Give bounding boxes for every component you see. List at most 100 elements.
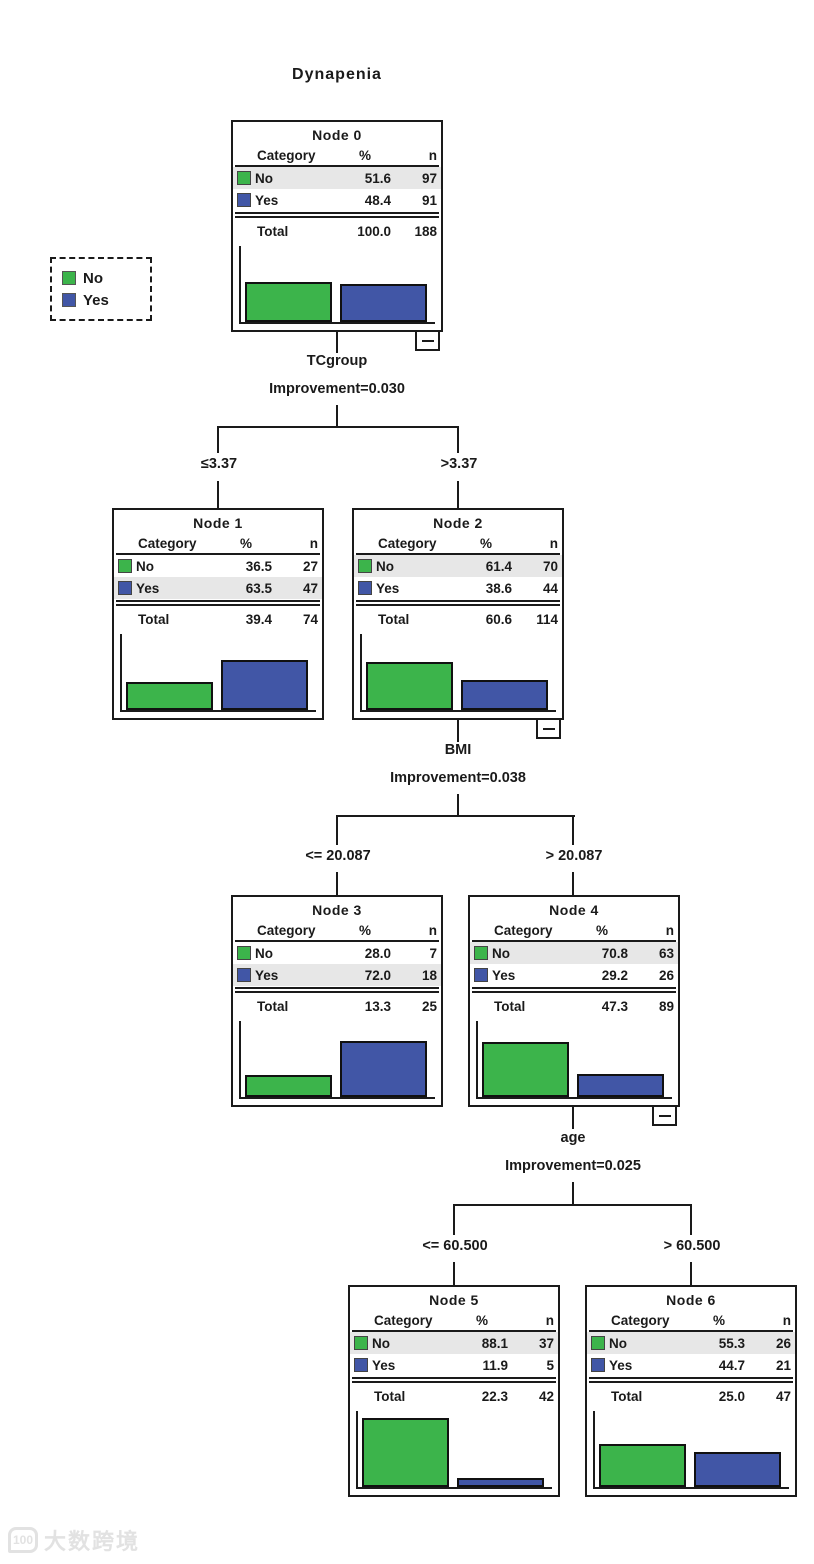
total-label: Total <box>378 611 410 627</box>
header-percent: % <box>479 536 492 551</box>
row-category: No <box>492 945 510 961</box>
total-row: Total 60.6 114 <box>354 606 562 632</box>
total-percent: 100.0 <box>357 223 391 239</box>
node-bar-chart <box>239 1021 435 1099</box>
row-percent: 38.6 <box>485 580 512 596</box>
header-n: n <box>428 923 437 938</box>
chart-y-axis <box>476 1021 478 1099</box>
total-n: 74 <box>302 611 318 627</box>
row-percent: 61.4 <box>485 558 512 574</box>
yes-bar <box>461 679 548 710</box>
row-percent: 44.7 <box>718 1357 745 1373</box>
total-separator <box>235 987 439 993</box>
header-n: n <box>309 536 318 551</box>
total-separator <box>235 212 439 218</box>
tree-node-5[interactable]: Node 5 Category % n No 88.1 37 Yes 11.9 … <box>348 1285 560 1497</box>
connector-line <box>336 815 575 817</box>
no-swatch-icon <box>237 171 251 185</box>
yes-bar <box>577 1074 664 1097</box>
total-label: Total <box>611 1388 643 1404</box>
chart-x-axis <box>239 1097 435 1099</box>
node-table-header: Category % n <box>472 921 676 942</box>
tree-node-6[interactable]: Node 6 Category % n No 55.3 26 Yes 44.7 … <box>585 1285 797 1497</box>
node-title: Node 2 <box>433 515 483 531</box>
header-category: Category <box>257 923 316 938</box>
row-n: 7 <box>429 945 437 961</box>
total-separator <box>472 987 676 993</box>
split-improvement-label: Improvement=0.030 <box>269 381 405 397</box>
total-percent: 25.0 <box>718 1388 745 1404</box>
node-table-header: Category % n <box>116 534 320 555</box>
header-percent: % <box>239 536 252 551</box>
header-category: Category <box>494 923 553 938</box>
row-category: No <box>136 558 154 574</box>
row-category: Yes <box>372 1357 396 1373</box>
no-bar <box>599 1443 686 1487</box>
tree-node-0[interactable]: Node 0 Category % n No 51.6 97 Yes 48.4 … <box>231 120 443 351</box>
total-label: Total <box>374 1388 406 1404</box>
category-row-yes: Yes 11.9 5 <box>350 1354 558 1376</box>
watermark: 100 大数跨境 <box>8 1524 140 1556</box>
row-category: Yes <box>255 967 279 983</box>
node-title: Node 3 <box>312 902 362 918</box>
no-bar <box>245 1075 332 1097</box>
node-table-header: Category % n <box>352 1311 556 1332</box>
watermark-text: 大数跨境 <box>44 1529 141 1554</box>
header-percent: % <box>358 923 371 938</box>
connector-line <box>336 815 338 845</box>
yes-swatch-icon <box>237 968 251 982</box>
tree-node-1[interactable]: Node 1 Category % n No 36.5 27 Yes 63.5 … <box>112 508 324 720</box>
row-n: 18 <box>421 967 437 983</box>
connector-line <box>217 481 219 508</box>
no-swatch-icon <box>62 271 76 285</box>
total-n: 89 <box>658 998 674 1014</box>
row-percent: 63.5 <box>245 580 272 596</box>
row-percent: 48.4 <box>364 192 391 208</box>
no-swatch-icon <box>237 946 251 960</box>
row-category: No <box>372 1335 390 1351</box>
yes-bar <box>457 1477 544 1487</box>
no-swatch-icon <box>358 559 372 573</box>
legend-item-yes: Yes <box>62 289 140 311</box>
row-percent: 72.0 <box>364 967 391 983</box>
total-row: Total 39.4 74 <box>114 606 322 632</box>
tree-node-4[interactable]: Node 4 Category % n No 70.8 63 Yes 29.2 … <box>468 895 680 1126</box>
category-row-yes: Yes 72.0 18 <box>233 964 441 986</box>
collapse-node-button[interactable] <box>415 330 440 351</box>
chart-y-axis <box>239 1021 241 1099</box>
row-percent: 29.2 <box>601 967 628 983</box>
row-n: 26 <box>775 1335 791 1351</box>
no-swatch-icon <box>118 559 132 573</box>
connector-line <box>457 794 459 817</box>
collapse-node-button[interactable] <box>652 1105 677 1126</box>
row-percent: 11.9 <box>482 1357 508 1373</box>
total-n: 188 <box>414 223 437 239</box>
node-table-header: Category % n <box>235 146 439 167</box>
total-n: 47 <box>775 1388 791 1404</box>
connector-line <box>336 332 338 353</box>
header-n: n <box>782 1313 791 1328</box>
total-separator <box>116 600 320 606</box>
chart-x-axis <box>356 1487 552 1489</box>
row-category: Yes <box>376 580 400 596</box>
header-percent: % <box>712 1313 725 1328</box>
row-n: 47 <box>302 580 318 596</box>
category-row-no: No 70.8 63 <box>470 942 678 964</box>
node-bar-chart <box>593 1411 789 1489</box>
connector-line <box>572 872 574 895</box>
connector-line <box>690 1204 692 1235</box>
no-swatch-icon <box>354 1336 368 1350</box>
no-bar <box>362 1418 449 1487</box>
chart-x-axis <box>360 710 556 712</box>
minus-icon <box>542 727 555 730</box>
collapse-node-button[interactable] <box>536 718 561 739</box>
tree-node-2[interactable]: Node 2 Category % n No 61.4 70 Yes 38.6 … <box>352 508 564 739</box>
category-row-yes: Yes 38.6 44 <box>354 577 562 599</box>
tree-node-3[interactable]: Node 3 Category % n No 28.0 7 Yes 72.0 1… <box>231 895 443 1107</box>
total-separator <box>352 1377 556 1383</box>
total-label: Total <box>138 611 170 627</box>
split-improvement-label: Improvement=0.025 <box>505 1158 641 1174</box>
split-variable-label: BMI <box>444 742 472 758</box>
category-row-no: No 51.6 97 <box>233 167 441 189</box>
header-n: n <box>428 148 437 163</box>
